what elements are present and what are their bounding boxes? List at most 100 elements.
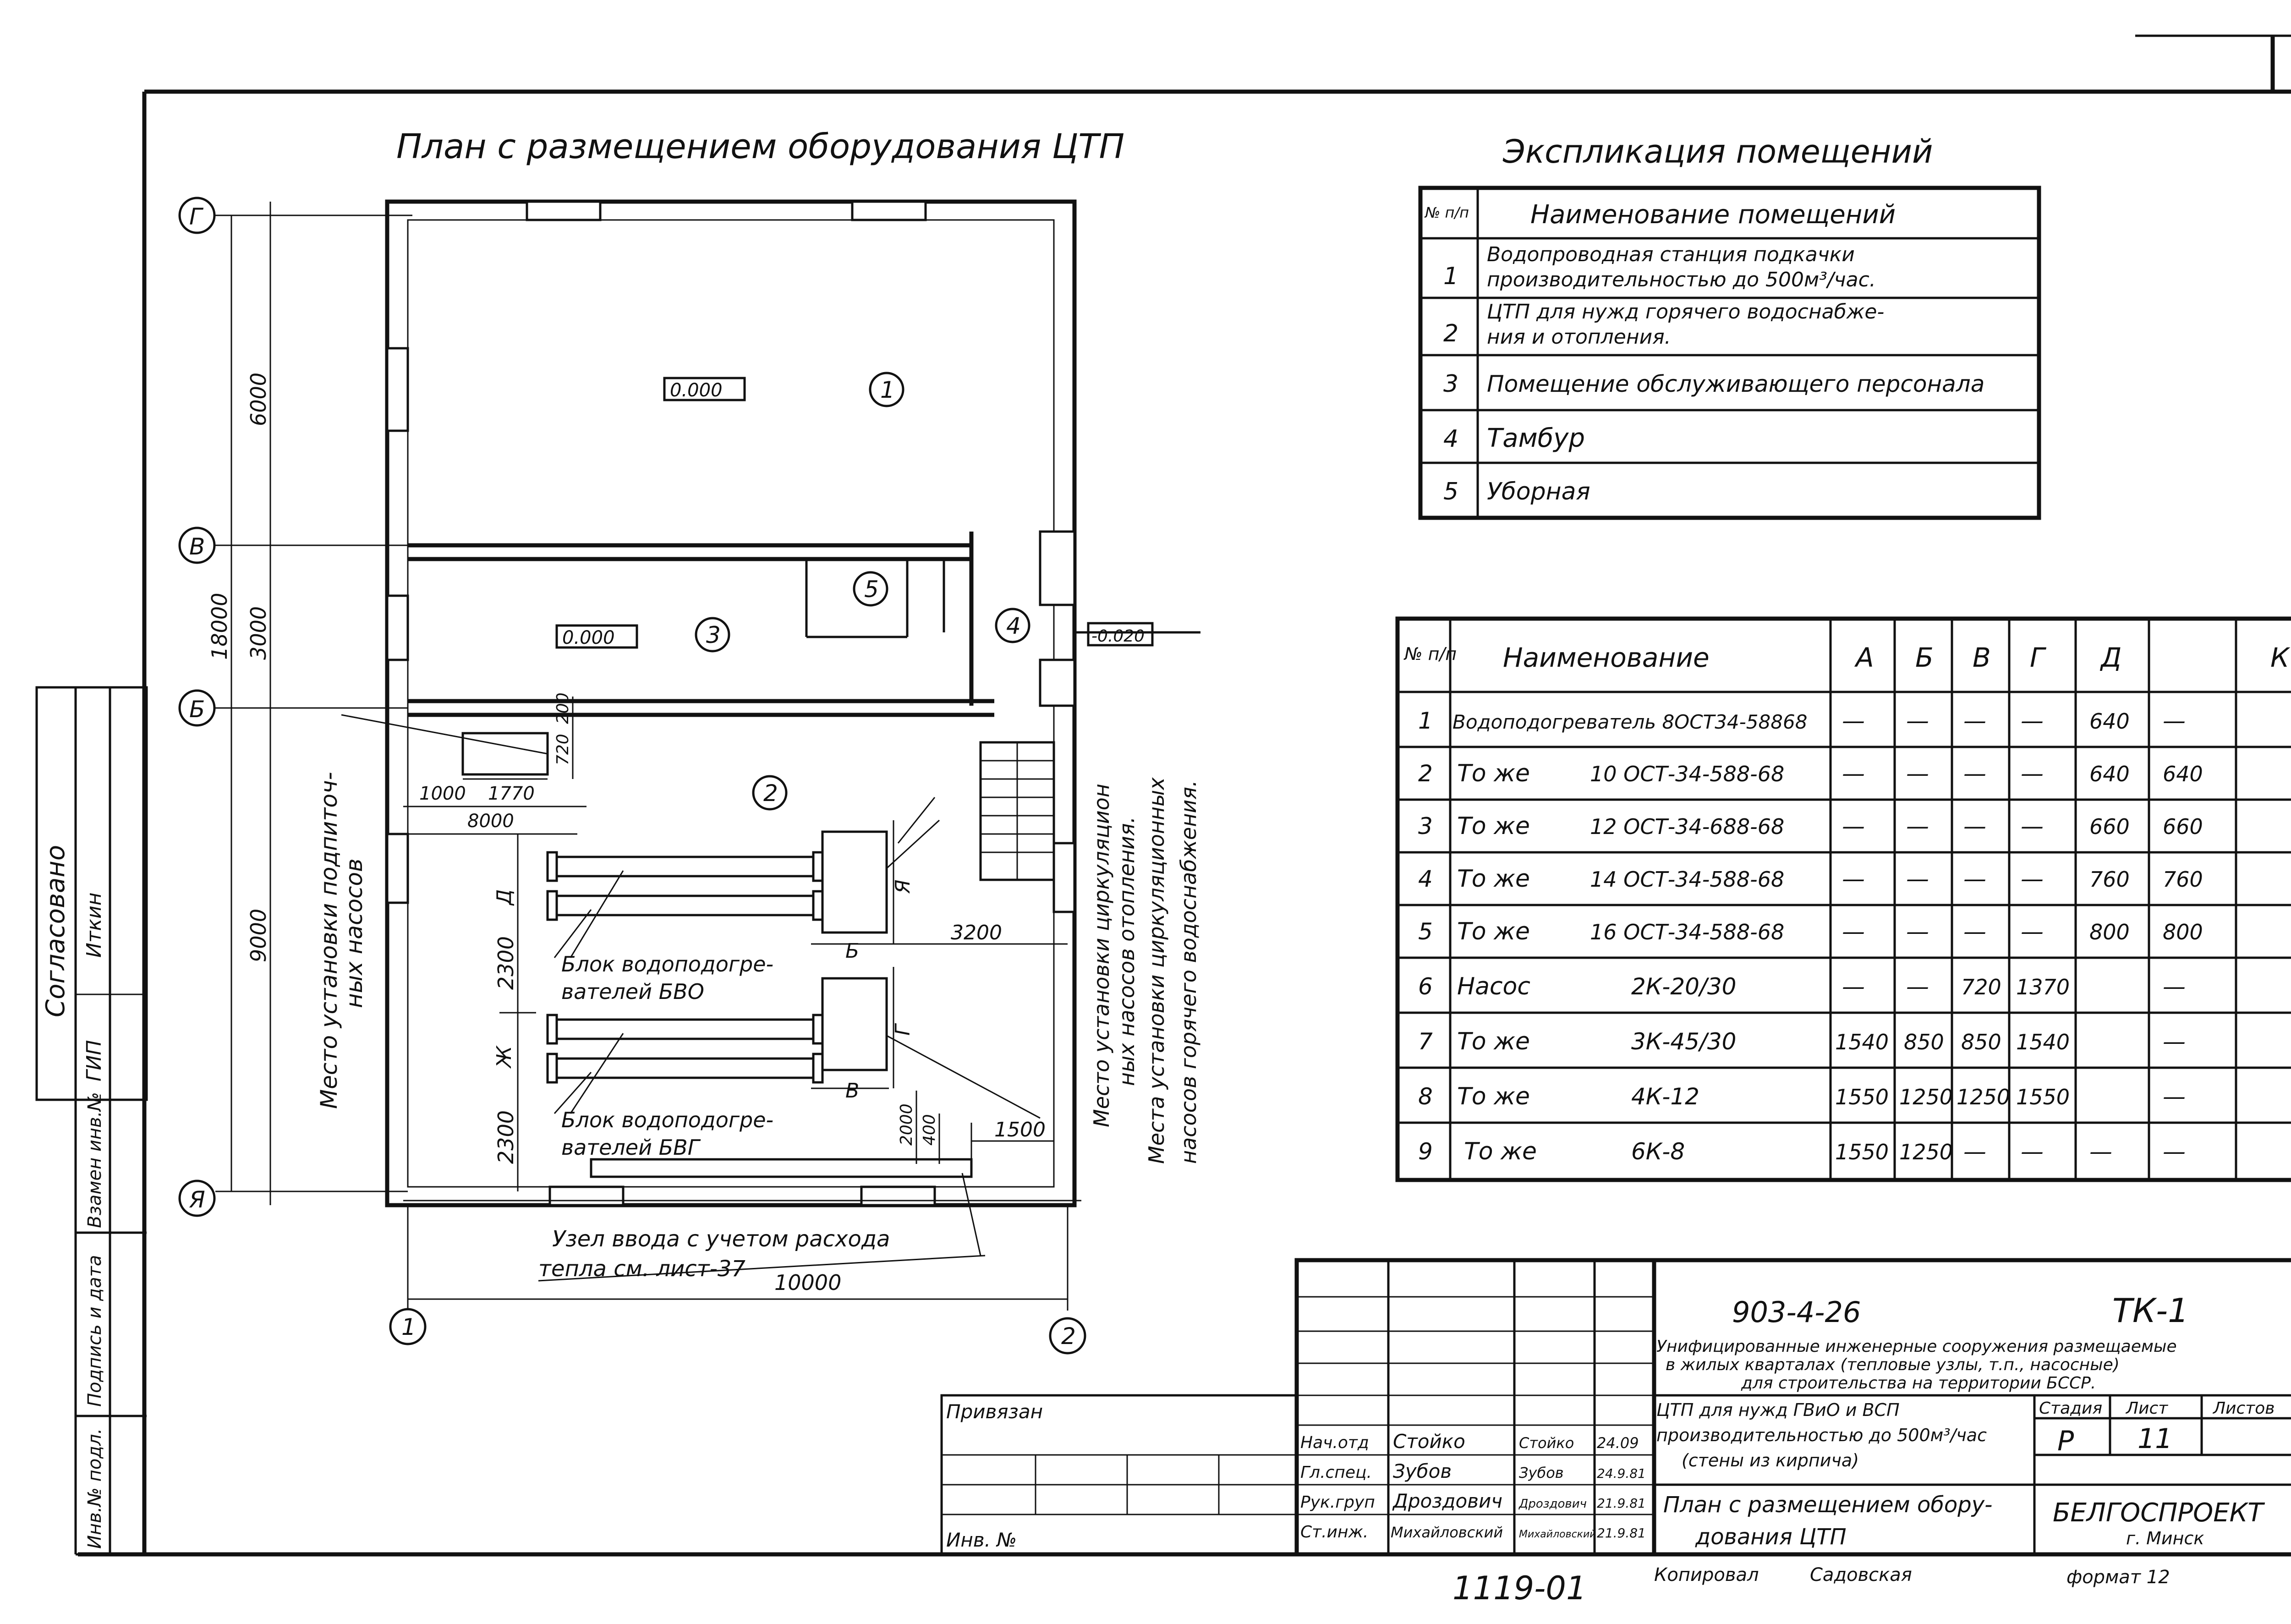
signers: Нач.отд Стойко Стойко 24.09 Гл.спец. Зуб… [1300,1430,1646,1542]
svg-text:3: 3 [1443,370,1458,398]
svg-text:—: — [1842,708,1865,734]
label-bvg-2: вателей БВГ [561,1135,701,1160]
svg-text:-0.020: -0.020 [1091,627,1145,646]
sheet-name-1: План с размещением обору- [1663,1492,1992,1518]
stair [979,741,1055,881]
svg-text:—: — [2163,1083,2186,1110]
explication-header-name: Наименование помещений [1530,200,1896,230]
svg-text:Михайловский: Михайловский [1391,1524,1503,1541]
floor-plan: План с размещением оборудования ЦТП [178,127,1201,1355]
svg-text:Зубов: Зубов [1393,1460,1452,1482]
svg-text:1250: 1250 [1957,1085,2010,1109]
svg-text:производительностью до 500м³/ч: производительностью до 500м³/час. [1487,268,1876,291]
axis-bubble-ya: Я [178,1180,216,1217]
svg-text:—: — [2021,866,2044,892]
label-bvo-1: Блок водоподогре- [561,952,773,977]
svg-text:1250: 1250 [1899,1085,1953,1109]
svg-text:—: — [1906,918,1929,945]
label-circ-hw-2: насосов горячего водоснабжения. [1176,780,1201,1164]
svg-text:То же: То же [1457,760,1530,787]
axis-bubble-b: Б [178,689,216,727]
explication-table: Экспликация помещений № п/п Наименование… [1418,133,2041,520]
svg-text:2000: 2000 [897,1103,916,1146]
svg-text:—: — [1842,973,1865,1000]
svg-text:5: 5 [1418,918,1433,945]
svg-text:Наименование: Наименование [1503,642,1710,673]
svg-text:660: 660 [2163,814,2203,839]
svg-text:2300: 2300 [493,936,518,990]
svg-text:То же: То же [1457,812,1530,840]
svg-text:6К-8: 6К-8 [1631,1138,1685,1165]
svg-text:1770: 1770 [488,783,535,804]
svg-text:6000: 6000 [246,373,271,426]
svg-text:8000: 8000 [467,811,514,832]
side-stamp-gip-name: Иткин [82,893,106,958]
svg-text:24.9.81: 24.9.81 [1597,1466,1646,1481]
side-stamp-gip: ГИП [82,1040,106,1081]
svg-text:ЦТП для нужд горячего водоснаб: ЦТП для нужд горячего водоснабже- [1487,300,1884,324]
side-stamp-inv: Инв.№ подл. [84,1428,105,1549]
sheets-label: Листов [2212,1399,2275,1418]
svg-text:—: — [2021,813,2044,839]
svg-text:3К-45/30: 3К-45/30 [1631,1028,1736,1055]
svg-text:660: 660 [2089,814,2130,839]
svg-text:То же: То же [1457,918,1530,945]
project-line-1: Унифицированные инженерные сооружения ра… [1656,1337,2177,1356]
sheet-code: ТК-1 [2112,1291,2189,1330]
svg-text:—: — [2021,760,2044,787]
svg-text:А: А [1854,642,1874,673]
svg-text:Рук.груп: Рук.груп [1300,1493,1375,1512]
svg-text:400: 400 [920,1114,939,1146]
svg-text:Г: Г [2030,642,2047,673]
label-circ-heat-1: Место установки циркуляцион [1089,784,1114,1127]
svg-text:—: — [2163,1028,2186,1055]
svg-text:3: 3 [706,622,721,648]
explication-title: Экспликация помещений [1502,133,1933,170]
svg-text:—: — [1842,918,1865,945]
table-row: 3 То же 12 ОСТ-34-688-68 — — — — 660 660 [1418,812,2203,840]
svg-text:18000: 18000 [207,593,232,660]
svg-text:—: — [1842,813,1865,839]
project-line-2: в жилых кварталах (тепловые узлы, т.п., … [1666,1355,2120,1374]
svg-text:Тамбур: Тамбур [1487,423,1585,453]
axis-bubble-1: 1 [389,1308,427,1345]
svg-text:4: 4 [1443,425,1458,453]
project-line-3: для строительства на территории БССР. [1741,1374,2096,1393]
svg-text:760: 760 [2089,867,2130,892]
label-bvo-2: вателей БВО [561,979,704,1004]
side-stamp-signature: Подпись и дата [84,1255,105,1407]
svg-text:760: 760 [2163,867,2203,892]
svg-text:640: 640 [2089,762,2130,786]
room-number-5: 5 [853,571,888,607]
svg-text:—: — [1963,866,1986,892]
svg-text:4К-12: 4К-12 [1631,1083,1699,1110]
svg-text:Дроздович: Дроздович [1518,1497,1587,1511]
svg-text:1: 1 [401,1314,416,1340]
org-name: БЕЛГОСПРОЕКТ [2053,1498,2265,1528]
plan-walls [385,199,1200,1207]
svg-text:800: 800 [2089,920,2130,944]
svg-text:—: — [1906,866,1929,892]
svg-text:14 ОСТ-34-588-68: 14 ОСТ-34-588-68 [1590,867,1784,892]
svg-text:640: 640 [2089,709,2130,734]
inv-no-label: Инв. № [946,1529,1017,1551]
svg-text:Уборная: Уборная [1487,478,1590,505]
plan-dimensions: 18000 6000 3000 9000 2300 2300 10000 [207,202,1081,1311]
privyazan-label: Привязан [946,1400,1043,1423]
svg-text:—: — [1963,708,1986,734]
svg-text:№ п/п: № п/п [1403,644,1457,664]
svg-text:—: — [1963,813,1986,839]
explication-header-num: № п/п [1424,204,1469,221]
svg-text:7: 7 [1418,1028,1433,1055]
svg-text:—: — [1906,813,1929,839]
svg-text:—: — [1842,866,1865,892]
svg-text:—: — [2021,1138,2044,1165]
svg-text:—: — [2021,708,2044,734]
room-number-4: 4 [995,608,1030,643]
svg-text:0.000: 0.000 [670,380,723,401]
label-circ-heat-2: ных насосов отопления. [1114,817,1139,1086]
equipment-table: № п/п Наименование А Б В Г Д К 1 Водопод… [1395,616,2291,1182]
svg-text:—: — [2021,918,2044,945]
svg-text:Я: Я [189,1186,205,1213]
